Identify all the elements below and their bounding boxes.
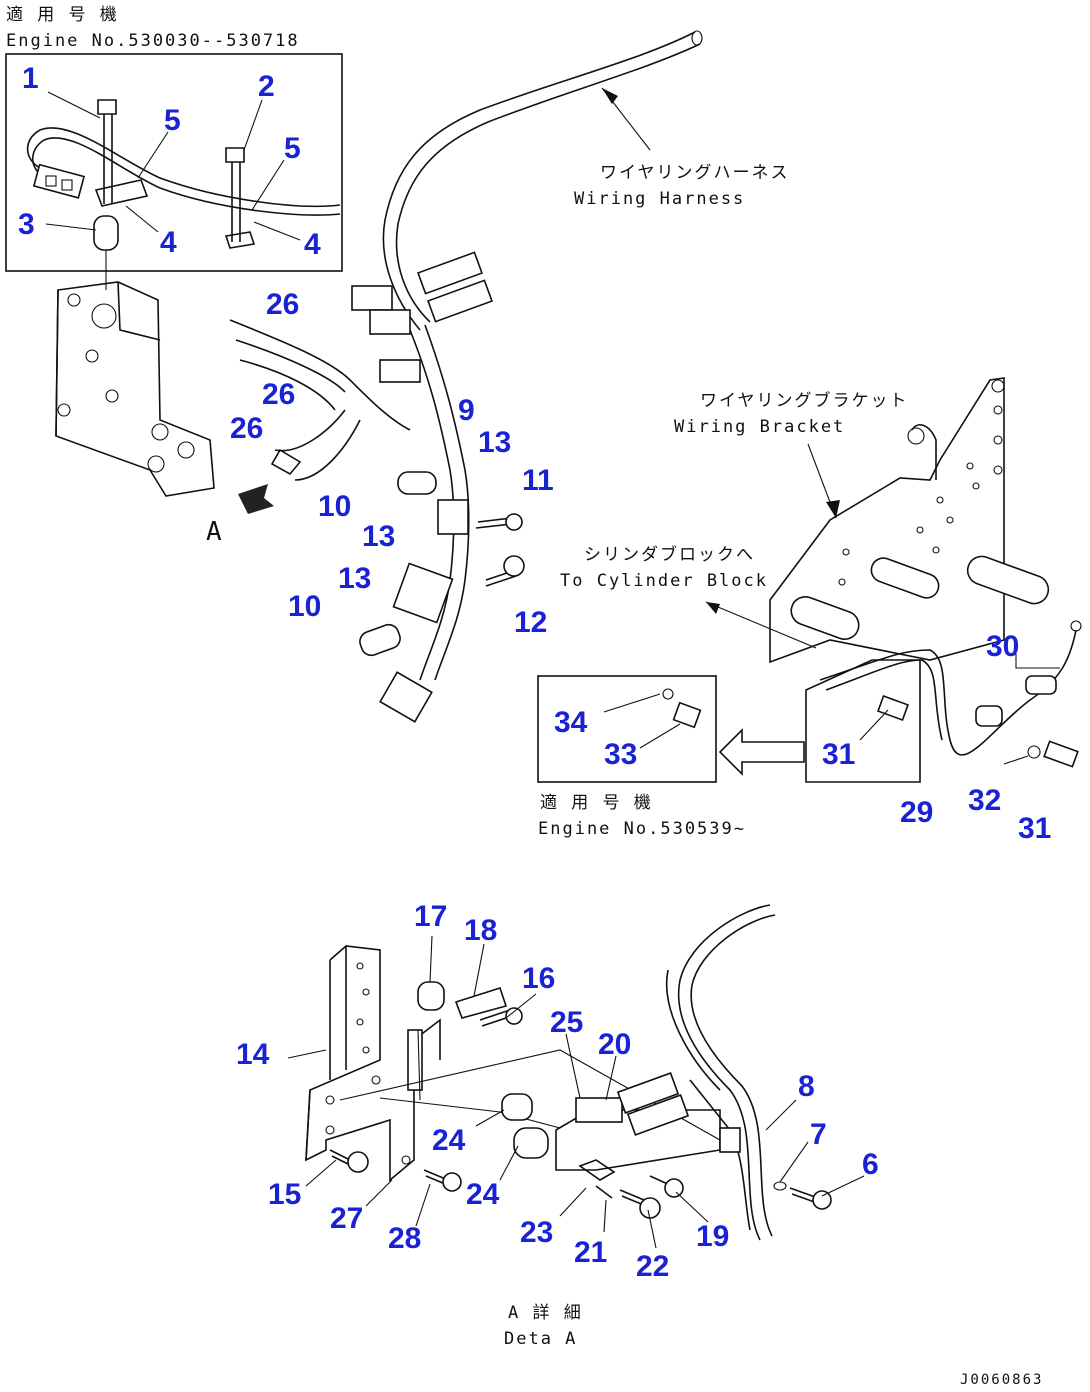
part-number-label: 9	[458, 394, 475, 427]
inset-box-early	[5, 53, 343, 272]
wiring-bracket-drawing	[769, 377, 1082, 768]
part-number-label: 13	[362, 520, 395, 553]
big-arrow	[718, 728, 805, 776]
part-number-label: 10	[318, 490, 351, 523]
part-number-label: 15	[268, 1178, 301, 1211]
inset-harness-drawing	[26, 91, 341, 290]
part-number-label: 28	[388, 1222, 421, 1255]
detail-a-drawing	[287, 904, 865, 1249]
detail-a-label-jp: A 詳 細	[508, 1303, 583, 1323]
part-number-label: 7	[810, 1118, 827, 1151]
part-number-label: 26	[262, 378, 295, 411]
header-applicable-jp: 適 用 号 機	[6, 5, 119, 25]
bracket-label-en: Wiring Bracket	[674, 417, 845, 437]
part-number-label: 4	[160, 226, 177, 259]
part-number-label: 24	[432, 1124, 466, 1157]
drawing-id: J0060863	[960, 1372, 1043, 1388]
detail-a-label-en: Deta A	[504, 1329, 577, 1349]
part-number-label: 29	[900, 796, 933, 829]
cylinder-label-jp: シリンダブロックへ	[584, 544, 755, 565]
part-number-label: 33	[604, 738, 637, 771]
part-number-label: 2	[258, 70, 275, 103]
part-number-label: 11	[522, 464, 554, 497]
part-number-label: 30	[986, 630, 1019, 663]
view-a-arrow	[238, 484, 274, 514]
part-number-label: 13	[478, 426, 511, 459]
part-number-label: 22	[636, 1250, 669, 1283]
part-number-label: 27	[330, 1202, 363, 1235]
part-number-label: 12	[514, 606, 547, 639]
harness-label-jp: ワイヤリングハーネス	[600, 163, 790, 183]
inset-box-later	[537, 675, 717, 783]
part-number-label: 1	[22, 62, 39, 95]
main-wiring-harness	[229, 30, 703, 723]
part-number-label: 32	[968, 784, 1001, 817]
inset-applicable-jp: 適 用 号 機	[540, 793, 653, 813]
part-number-label: 31	[1018, 812, 1051, 845]
part-number-label: 3	[18, 208, 35, 241]
view-a-label: A	[206, 517, 224, 547]
cylinder-label-en: To Cylinder Block	[560, 571, 768, 591]
part-number-label: 26	[266, 288, 299, 321]
inset-engine-no: Engine No.530539~	[538, 819, 746, 839]
part-number-label: 25	[550, 1006, 583, 1039]
part-number-label: 16	[522, 962, 555, 995]
part-number-label: 5	[164, 104, 181, 137]
cylinder-leader	[705, 601, 817, 649]
part-number-label: 21	[574, 1236, 607, 1269]
part-number-label: 31	[822, 738, 855, 771]
part-number-label: 18	[464, 914, 497, 947]
part-number-label: 6	[862, 1148, 879, 1181]
callout-panel	[805, 659, 921, 783]
part-number-label: 17	[414, 900, 447, 933]
part-number-label: 19	[696, 1220, 729, 1253]
part-number-label: 24	[466, 1178, 500, 1211]
part-number-label: 14	[236, 1038, 270, 1071]
part-number-label: 5	[284, 132, 301, 165]
part-number-label: 23	[520, 1216, 553, 1249]
harness-label-en: Wiring Harness	[574, 189, 745, 209]
part-number-label: 8	[798, 1070, 815, 1103]
part-number-callouts: 1 2 3 4 4 5 5 26 26 26 9 13 13 13 11 10 …	[18, 62, 1051, 1283]
part-number-label: 10	[288, 590, 321, 623]
part-number-label: 13	[338, 562, 371, 595]
part-number-label: 26	[230, 412, 263, 445]
part-number-label: 34	[554, 706, 588, 739]
bracket-label-jp: ワイヤリングブラケット	[700, 390, 909, 411]
part-number-label: 20	[598, 1028, 631, 1061]
header-engine-range: Engine No.530030--530718	[6, 31, 300, 51]
part-number-label: 4	[304, 228, 321, 261]
engine-mount-block	[55, 281, 215, 497]
